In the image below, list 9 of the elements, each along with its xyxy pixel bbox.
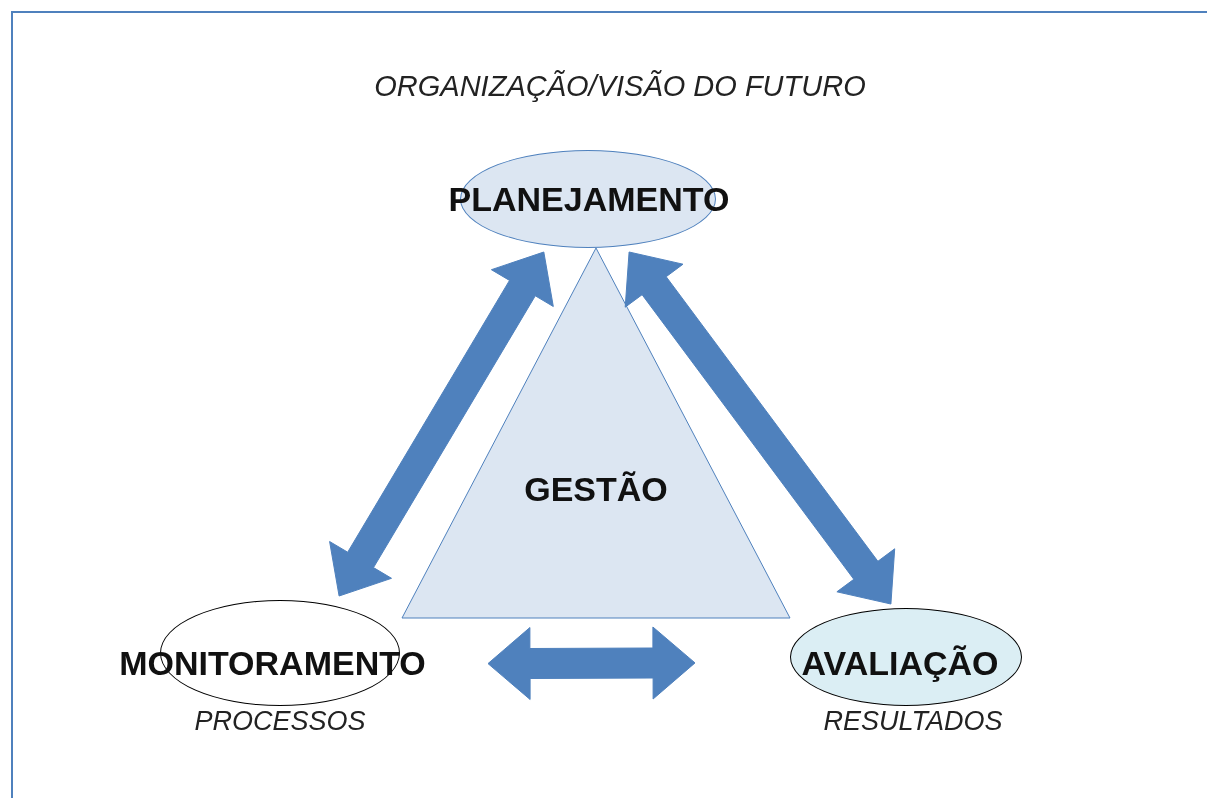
diagram-title: ORGANIZAÇÃO/VISÃO DO FUTURO [373, 70, 867, 103]
double-arrow [487, 626, 696, 700]
node-label: GESTÃO [523, 472, 669, 506]
node-label: PLANEJAMENTO [447, 182, 731, 216]
double-arrow [624, 251, 896, 605]
node-caption: RESULTADOS [823, 708, 1003, 735]
node-label: AVALIAÇÃO [800, 646, 1000, 680]
double-arrow [329, 251, 554, 597]
node-caption: PROCESSOS [194, 708, 366, 735]
